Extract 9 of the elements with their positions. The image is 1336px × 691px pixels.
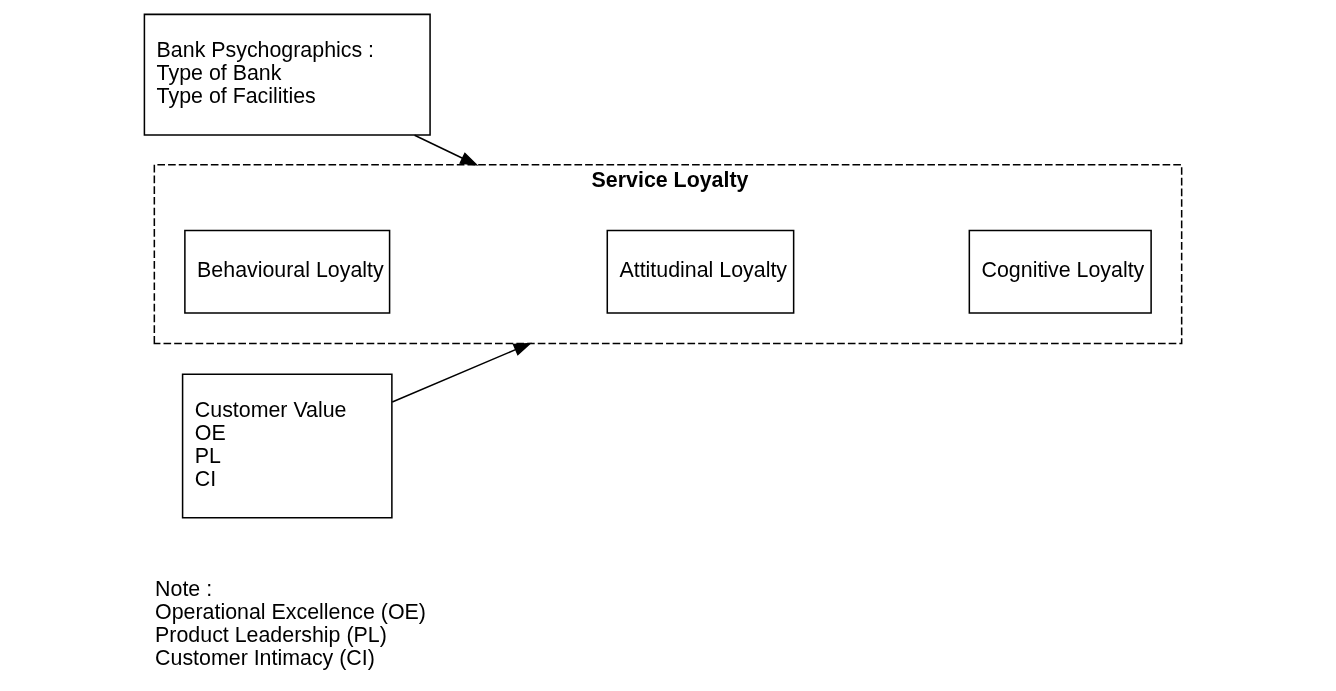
node-box: Customer Value OE PL CI	[181, 373, 393, 519]
node-box: Attitudinal Loyalty	[606, 229, 795, 314]
arrow	[391, 342, 532, 403]
arrow	[413, 134, 479, 166]
node-box: Bank Psychographics : Type of Bank Type of Facilities	[143, 13, 431, 136]
label: Operational Excellence (OE)	[155, 599, 426, 624]
label: Note :	[155, 576, 213, 601]
node-box: Cognitive Loyalty	[968, 229, 1152, 314]
node-box: Behavioural Loyalty	[184, 229, 391, 314]
